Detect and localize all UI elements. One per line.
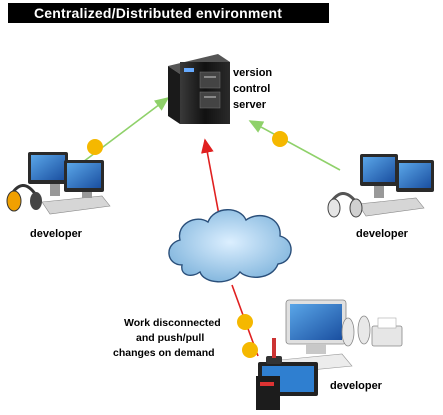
note-line-3: changes on demand [113,347,215,359]
developer-label-right: developer [356,228,409,240]
cloud-icon [168,209,292,283]
server-tower-icon [256,376,280,410]
diagram-title: Centralized/Distributed environment [8,3,329,23]
bottom-link [231,284,259,358]
server-label-line-3: server [233,99,267,111]
desktop-computer-icon [357,154,434,217]
joystick-icon [266,338,282,364]
cloud-to-server-link [201,138,220,216]
right-link [248,120,341,171]
server-label: version control server [233,67,272,111]
headset-icon [6,184,42,212]
printer-icon [371,317,403,347]
laptop-workstation-icon [258,299,353,396]
note-text: Work disconnected and push/pull changes … [113,317,221,359]
bottom-link-dot-2 [242,342,258,358]
headset-icon [327,192,363,218]
server-tower-icon [168,54,230,124]
note-line-1: Work disconnected [124,317,221,329]
note-line-2: and push/pull [136,332,204,344]
developer-label-left: developer [30,228,83,240]
developer-label-bottom: developer [330,380,383,392]
server-label-line-2: control [233,83,270,95]
right-link-dot [272,131,288,147]
speaker-icon [341,315,371,347]
server-label-line-1: version [233,67,272,79]
desktop-computer-icon [28,152,111,215]
left-link-dot [87,139,103,155]
bottom-link-dot [237,314,253,330]
left-link [74,97,170,169]
